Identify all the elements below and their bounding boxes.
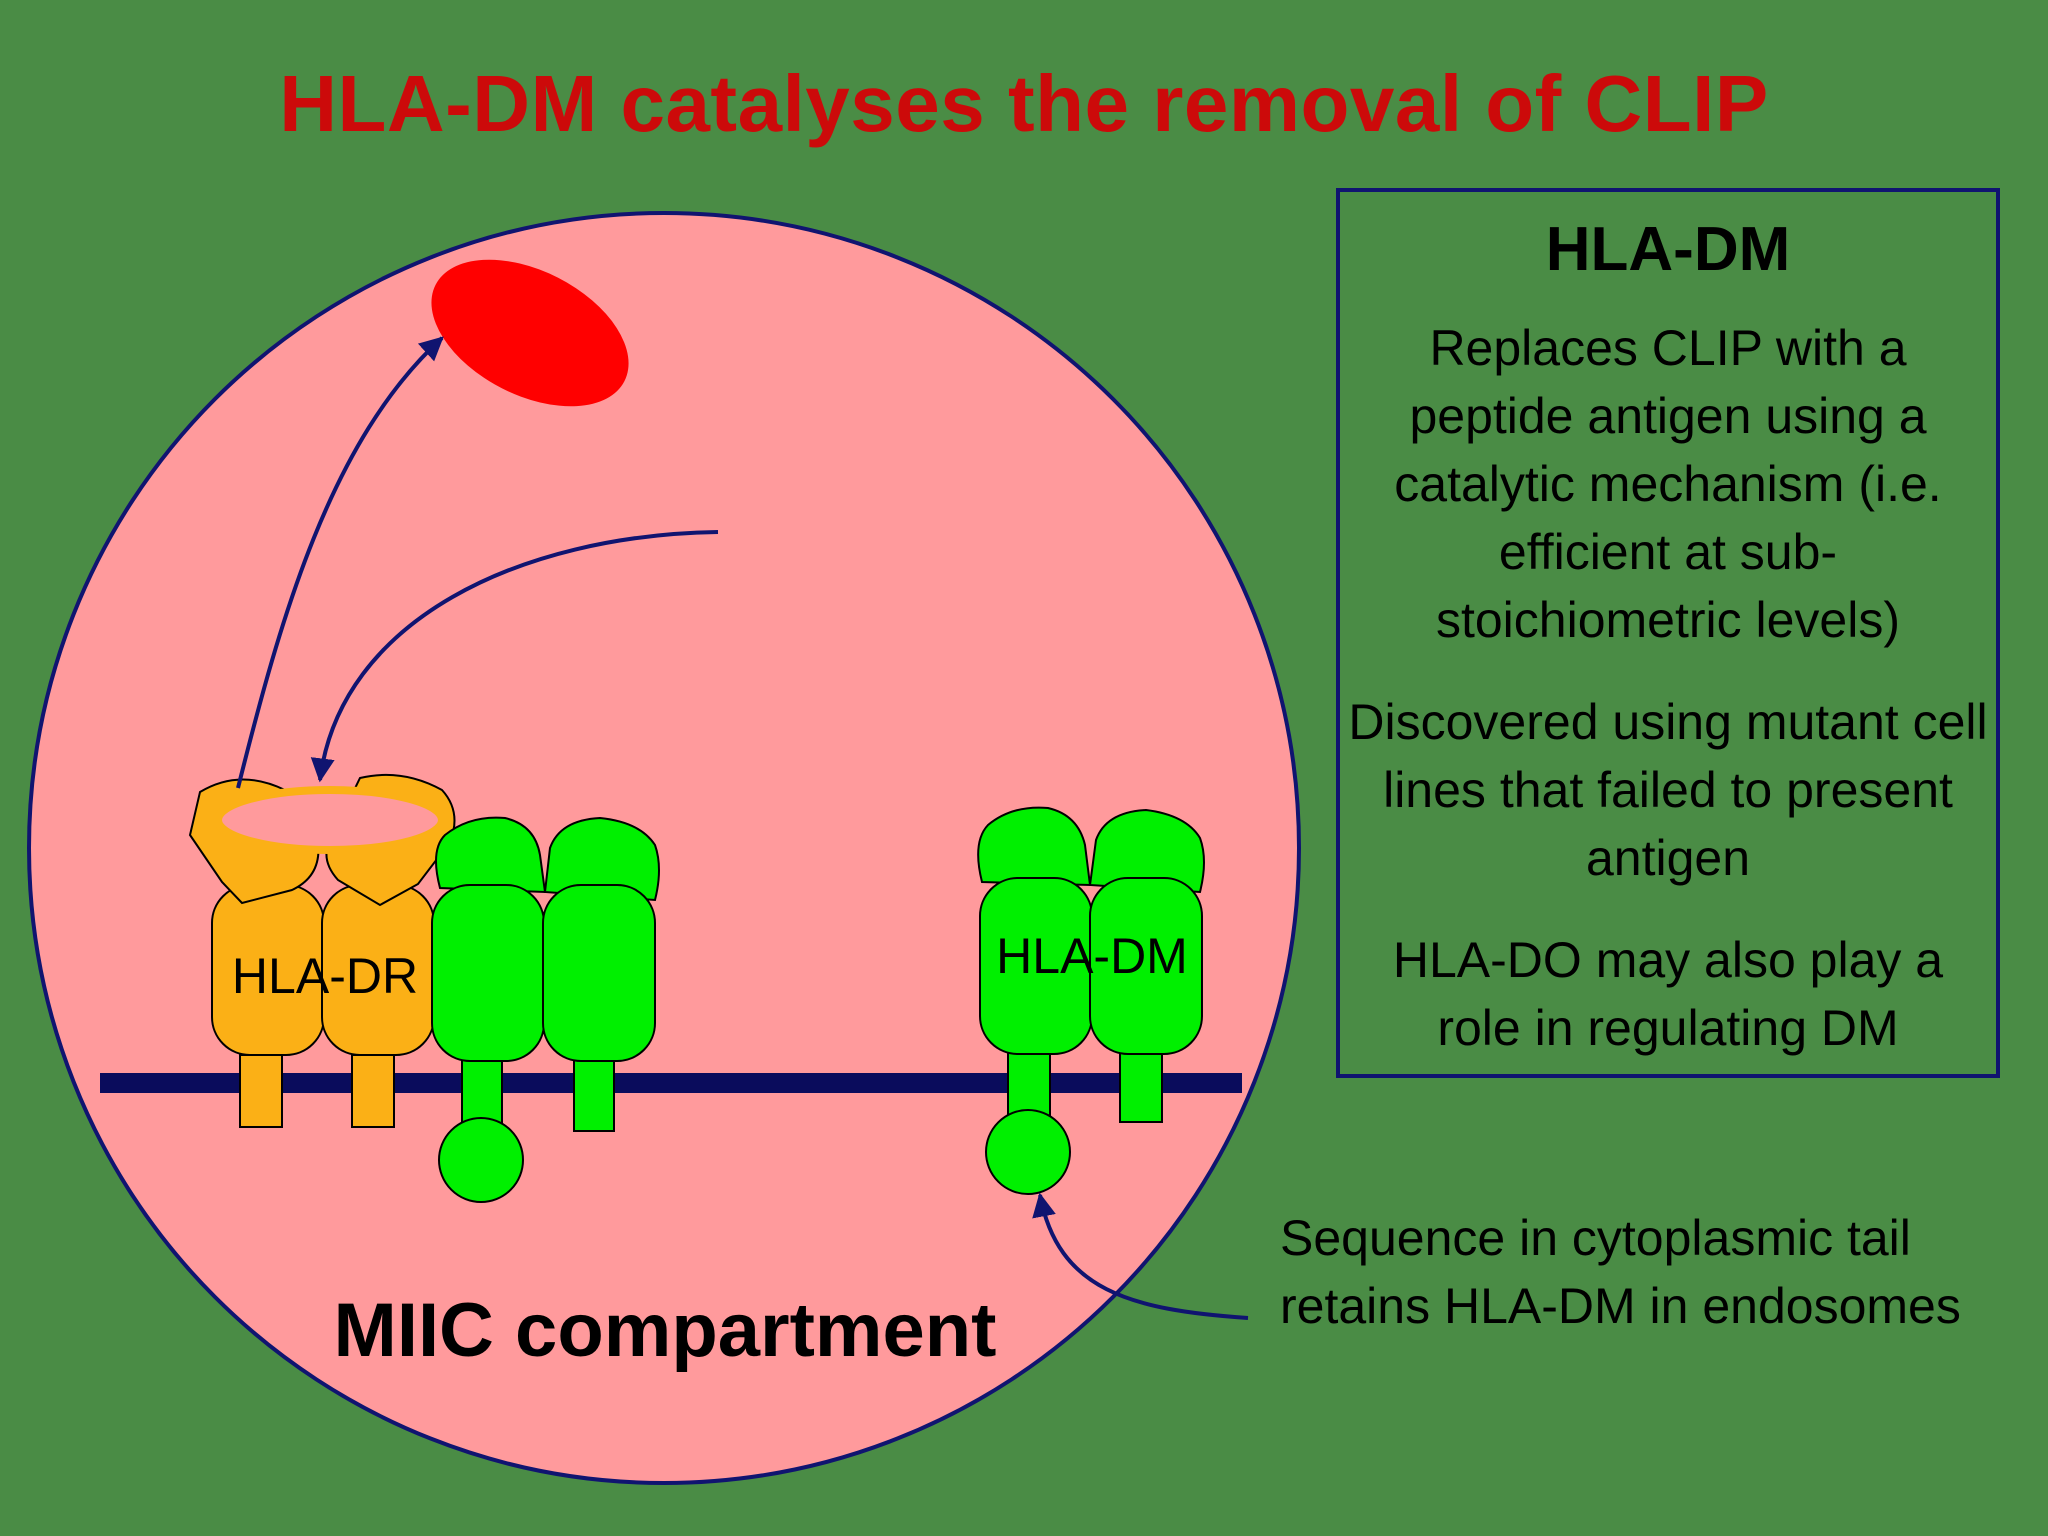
hla-dr-molecule [188,773,456,1128]
miic-compartment [27,211,1301,1485]
cytoplasmic-tail-note: Sequence in cytoplasmic tail retains HLA… [1280,1210,1961,1334]
hla-dm-left-tail-sphere [438,1117,524,1203]
hla-dm-left-alpha-body [431,884,545,1062]
peptide-binding-groove [214,786,446,854]
info-box-heading: HLA-DM [1545,215,1791,284]
hla-dr-label: HLA-DR [232,948,418,1004]
info-paragraph-mechanism: Replaces CLIP with a peptide antigen usi… [1394,320,1942,648]
clip-release-arrow [236,336,444,789]
hla-dm-tail-sphere [985,1109,1071,1195]
hla-dm-info-box: HLA-DM Replaces CLIP with a peptide anti… [1336,188,2000,1078]
peptide-loading-arrow [310,530,719,783]
hla-dm-molecule-left [431,816,660,1203]
info-paragraph-hla-do: HLA-DO may also play a role in regulatin… [1392,932,1944,1056]
tail-retention-arrow [1032,1192,1249,1320]
hla-dm-beta-head [1088,808,1205,894]
hla-dm-left-beta-body [542,884,656,1062]
slide-title: HLA-DM catalyses the removal of CLIP [279,59,1769,148]
hla-dm-beta-body [1089,877,1203,1055]
info-paragraph-discovery: Discovered using mutant cell lines that … [1348,694,1988,886]
hla-dm-label: HLA-DM [996,928,1188,984]
hla-dm-left-beta-head [543,816,660,902]
hla-dr-beta-tail [351,1054,395,1128]
hla-dr-alpha-tail [239,1054,283,1128]
hla-dm-left-beta-tail [573,1054,615,1132]
hla-dm-alpha-head [977,806,1092,887]
clip-peptide [431,259,629,407]
hla-dm-left-alpha-head [435,816,547,894]
hla-dm-beta-tail [1119,1049,1163,1123]
hla-dm-molecule [977,806,1205,1195]
compartment-label: MIIC compartment [334,1288,997,1373]
